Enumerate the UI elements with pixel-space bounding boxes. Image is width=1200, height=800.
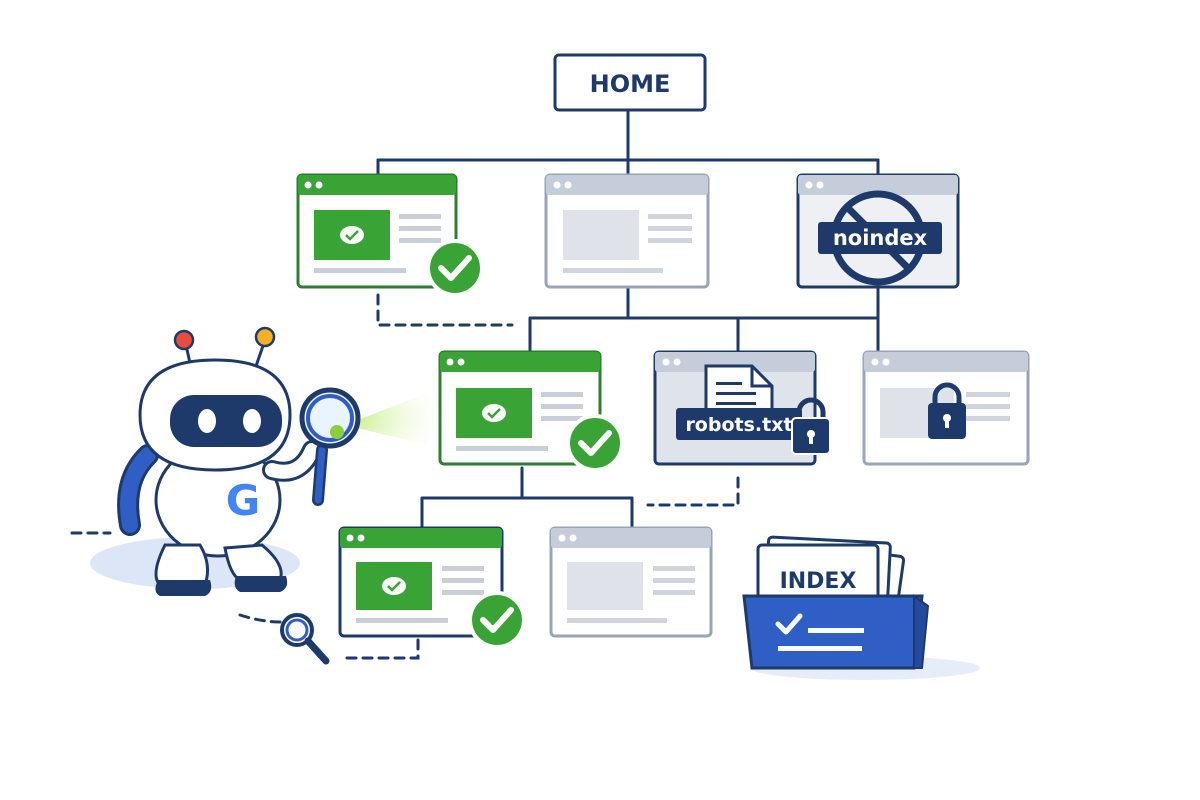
noindex-label: noindex bbox=[833, 226, 928, 250]
home-label: HOME bbox=[590, 70, 671, 98]
check-icon bbox=[566, 414, 624, 472]
page-gray-1 bbox=[544, 173, 710, 289]
page-noindex: noindex bbox=[796, 173, 960, 289]
index-label: INDEX bbox=[780, 569, 857, 594]
page-indexed-1 bbox=[296, 173, 458, 289]
page-indexed-3 bbox=[338, 526, 504, 638]
google-logo: G bbox=[226, 476, 260, 525]
page-gray-2 bbox=[549, 526, 713, 638]
magnifier-icon bbox=[299, 387, 361, 506]
check-icon bbox=[426, 239, 484, 297]
magnifier-beam bbox=[345, 388, 440, 448]
index-folder: INDEX bbox=[742, 535, 980, 680]
lock-icon bbox=[791, 397, 831, 455]
search-icon bbox=[280, 613, 330, 665]
check-icon bbox=[468, 591, 526, 649]
home-node: HOME bbox=[553, 53, 707, 112]
page-robots-txt: robots.txt bbox=[653, 350, 817, 466]
page-indexed-2 bbox=[438, 350, 602, 466]
dashed-connectors bbox=[70, 293, 740, 660]
robots-txt-label: robots.txt bbox=[685, 414, 792, 436]
tree-connectors bbox=[376, 108, 880, 530]
googlebot-robot: G bbox=[90, 326, 361, 596]
lock-icon bbox=[928, 382, 966, 439]
check-icon bbox=[775, 613, 803, 635]
page-locked bbox=[862, 350, 1030, 466]
